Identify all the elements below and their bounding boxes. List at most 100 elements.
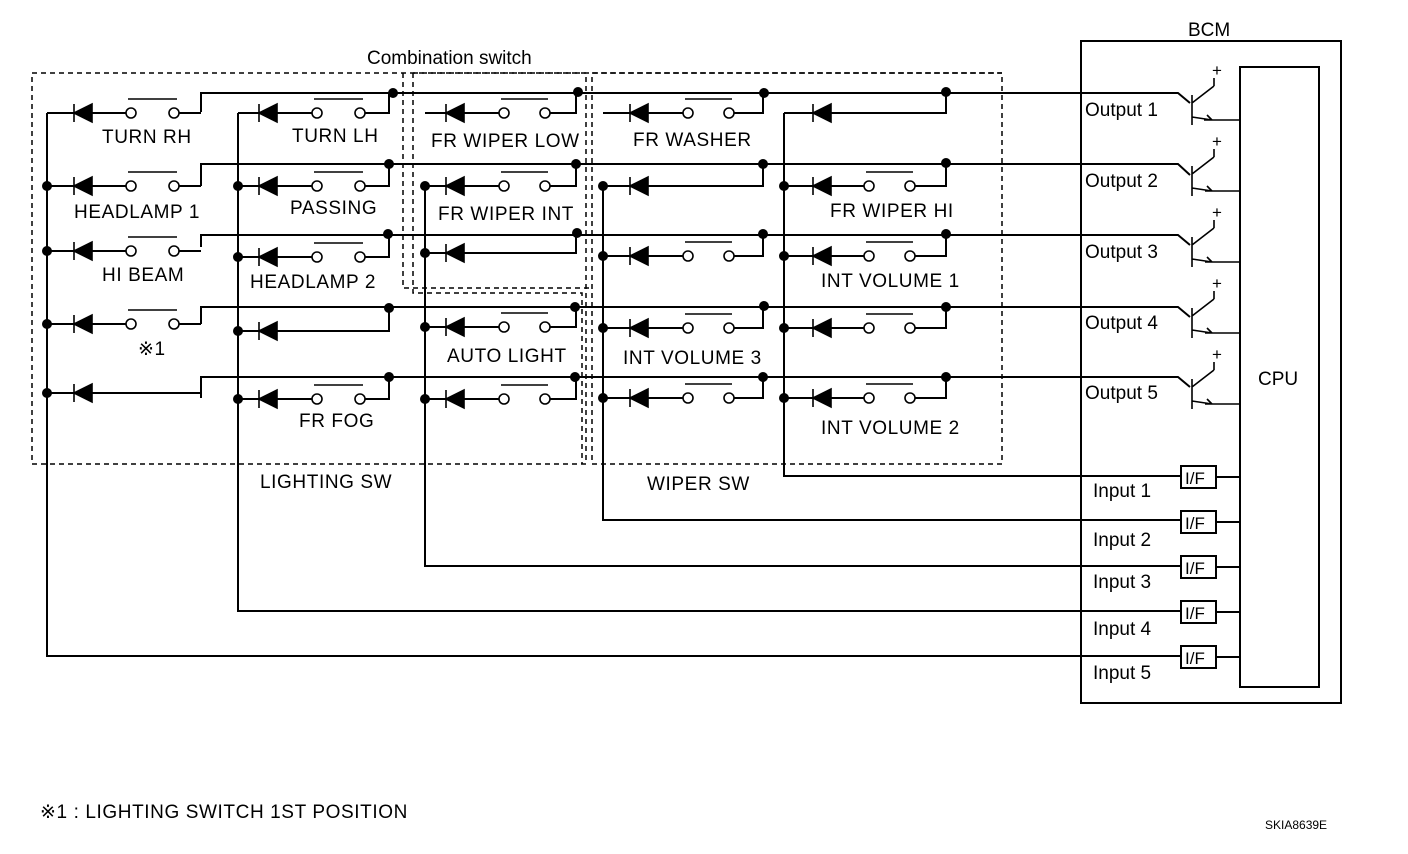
switch-contact	[125, 318, 137, 330]
label-turn-rh: TURN RH	[102, 127, 192, 148]
diodes	[72, 102, 832, 410]
diode	[257, 246, 278, 268]
diode	[811, 387, 832, 409]
label-hi-beam: HI BEAM	[102, 265, 184, 286]
switch-contact	[311, 180, 323, 192]
diode	[628, 175, 649, 197]
switch-contact	[863, 180, 875, 192]
switch-contact	[311, 251, 323, 263]
diode	[72, 102, 93, 124]
if-label: I/F	[1185, 604, 1205, 623]
lighting-switch-enclosure	[31, 72, 587, 465]
switch-contact	[498, 321, 510, 333]
switch-contact	[498, 180, 510, 192]
input-label-3: Input 3	[1093, 572, 1151, 593]
transistor-plus: +	[1212, 132, 1222, 151]
switch-contact	[311, 393, 323, 405]
lighting-sw-title: LIGHTING SW	[260, 472, 392, 493]
transistor-plus: +	[1212, 203, 1222, 222]
diode	[811, 245, 832, 267]
diode	[257, 320, 278, 342]
diode	[72, 240, 93, 262]
output-label-2: Output 2	[1085, 171, 1158, 192]
transistor-2	[1191, 156, 1240, 196]
transistor-4	[1191, 298, 1240, 338]
transistor-3	[1191, 227, 1240, 267]
label-fr-wiper-int: FR WIPER INT	[438, 204, 574, 225]
diode	[257, 102, 278, 124]
diode	[444, 242, 465, 264]
diode	[628, 387, 649, 409]
diode	[72, 382, 93, 404]
output-label-1: Output 1	[1085, 100, 1158, 121]
diode	[72, 175, 93, 197]
diode	[811, 102, 832, 124]
junction-dots	[42, 87, 951, 404]
label-headlamp-1: HEADLAMP 1	[74, 202, 200, 223]
label-note-ref: ※1	[138, 339, 166, 360]
transistor-plus: +	[1212, 61, 1222, 80]
wiper-switch-enclosure	[591, 72, 1003, 465]
switch-contact	[682, 107, 694, 119]
switch-contact	[311, 107, 323, 119]
footnote: ※1 : LIGHTING SWITCH 1ST POSITION	[40, 802, 408, 823]
figure-code: SKIA8639E	[1265, 818, 1327, 832]
input-label-5: Input 5	[1093, 663, 1151, 684]
switch-contact	[125, 245, 137, 257]
if-label: I/F	[1185, 469, 1205, 488]
output-transistors	[1191, 78, 1240, 409]
label-fr-fog: FR FOG	[299, 411, 374, 432]
combination-switch-title: Combination switch	[367, 48, 532, 69]
label-fr-wiper-low: FR WIPER LOW	[431, 131, 580, 152]
label-int-volume-2: INT VOLUME 2	[821, 418, 960, 439]
cpu-label: CPU	[1258, 369, 1298, 390]
diode	[811, 317, 832, 339]
switch-bars	[128, 98, 913, 386]
if-label: I/F	[1185, 514, 1205, 533]
input-label-4: Input 4	[1093, 619, 1152, 640]
label-int-volume-1: INT VOLUME 1	[821, 271, 960, 292]
diode	[628, 245, 649, 267]
if-label: I/F	[1185, 649, 1205, 668]
switch-contact	[498, 393, 510, 405]
switch-contact	[125, 180, 137, 192]
diode	[72, 313, 93, 335]
diode	[444, 175, 465, 197]
label-fr-wiper-hi: FR WIPER HI	[830, 201, 954, 222]
diode	[811, 175, 832, 197]
cpu-box	[1239, 66, 1320, 688]
switch-contact	[682, 392, 694, 404]
label-int-volume-3: INT VOLUME 3	[623, 348, 762, 369]
transistor-plus: +	[1212, 345, 1222, 364]
interface-blocks	[1180, 465, 1240, 669]
input-label-2: Input 2	[1093, 530, 1151, 551]
switch-contact	[125, 107, 137, 119]
input-lines	[46, 113, 1181, 657]
if-label: I/F	[1185, 559, 1205, 578]
output-label-3: Output 3	[1085, 242, 1158, 263]
output-label-5: Output 5	[1085, 383, 1158, 404]
bcm-title: BCM	[1188, 20, 1230, 41]
label-fr-washer: FR WASHER	[633, 130, 752, 151]
switch-contact	[863, 392, 875, 404]
input-label-1: Input 1	[1093, 481, 1151, 502]
switch-contact	[863, 250, 875, 262]
label-auto-light: AUTO LIGHT	[447, 346, 567, 367]
switch-contact	[863, 322, 875, 334]
label-headlamp-2: HEADLAMP 2	[250, 272, 376, 293]
switch-contacts	[125, 107, 916, 405]
diode	[444, 316, 465, 338]
switch-contact	[682, 250, 694, 262]
combination-switch-enclosure	[402, 73, 592, 289]
diode	[257, 175, 278, 197]
diode	[444, 102, 465, 124]
switch-contact	[498, 107, 510, 119]
enclosures	[31, 72, 1003, 465]
label-passing: PASSING	[290, 198, 377, 219]
diode	[628, 317, 649, 339]
diode	[257, 388, 278, 410]
diode	[444, 388, 465, 410]
diode	[628, 102, 649, 124]
label-turn-lh: TURN LH	[292, 126, 379, 147]
